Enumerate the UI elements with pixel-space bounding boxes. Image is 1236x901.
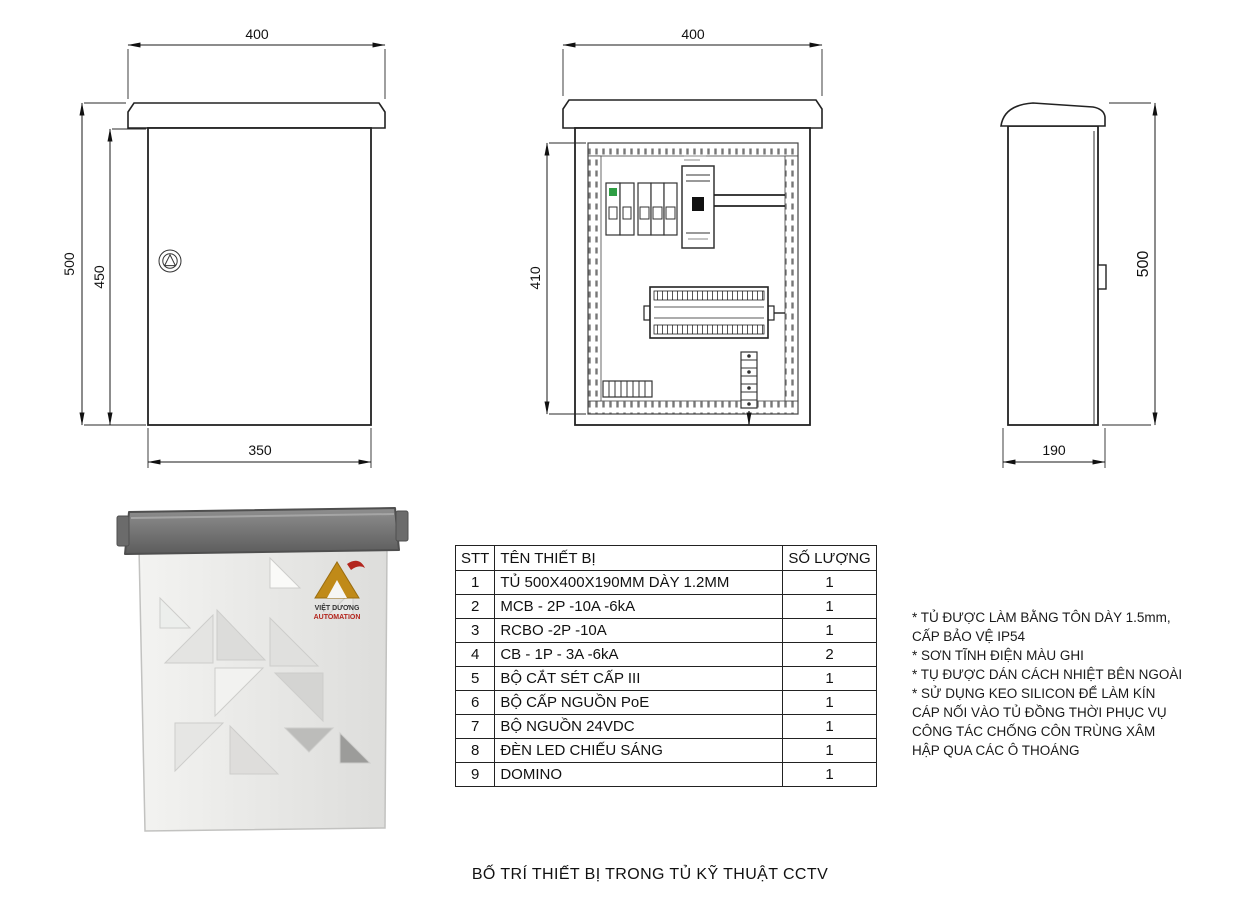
dim-front-height-overall: 500: [61, 252, 77, 276]
logo-caption-2: AUTOMATION: [314, 614, 361, 621]
table-row: 9 DOMINO 1: [454, 762, 877, 787]
dim-side-height: 500: [1135, 251, 1152, 278]
cell-stt: 7: [454, 714, 496, 739]
col-header-name: TÊN THIẾT BỊ: [494, 545, 784, 571]
cell-stt: 1: [454, 570, 496, 595]
cell-name: TỦ 500X400X190MM DÀY 1.2MM: [494, 570, 784, 595]
table-row: 6 BỘ CẤP NGUỒN PoE 1: [454, 690, 877, 715]
cell-stt: 6: [454, 690, 496, 715]
inside-view-drawing: 400: [530, 26, 823, 426]
dim-inside-height-plate: 410: [530, 266, 543, 290]
col-header-stt: STT: [454, 545, 496, 571]
table-header-row: STT TÊN THIẾT BỊ SỐ LƯỢNG: [454, 545, 877, 571]
col-header-qty: SỐ LƯỢNG: [782, 545, 877, 571]
note-item: * TỦ ĐƯỢC LÀM BẰNG TÔN DÀY 1.5mm, CẤP BẢ…: [912, 610, 1171, 644]
dim-front-width-bottom: 350: [248, 442, 272, 458]
note-item: * TỤ ĐƯỢC DÁN CÁCH NHIỆT BÊN NGOÀI: [912, 667, 1183, 682]
surge-protector-device: [681, 155, 715, 249]
door-lock-icon: [158, 249, 182, 273]
side-rain-hood: [1000, 102, 1106, 127]
cell-qty: 1: [782, 762, 877, 787]
drawing-title: BỐ TRÍ THIẾT BỊ TRONG TỦ KỸ THUẬT CCTV: [471, 866, 829, 883]
table-row: 4 CB - 1P - 3A -6kA 2: [454, 642, 877, 667]
cell-stt: 9: [454, 762, 496, 787]
cell-name: ĐÈN LED CHIẾU SÁNG: [494, 738, 784, 763]
cell-stt: 8: [454, 738, 496, 763]
cable-terminal-strip: [740, 351, 758, 426]
cell-name: DOMINO: [494, 762, 784, 787]
cell-name: MCB - 2P -10A -6kA: [494, 594, 784, 619]
dim-inside-width-top: 400: [681, 26, 705, 42]
dim-side-depth: 190: [1042, 442, 1066, 458]
note-item: * SƠN TĨNH ĐIỆN MÀU GHI: [912, 648, 1084, 663]
table-row: 8 ĐÈN LED CHIẾU SÁNG 1: [454, 738, 877, 763]
photo-cap-tab-right: [395, 510, 409, 542]
cell-stt: 4: [454, 642, 496, 667]
cell-name: BỘ CẮT SÉT CẤP III: [494, 666, 784, 691]
mcb-breaker-group: [605, 182, 678, 236]
cell-name: CB - 1P - 3A -6kA: [494, 642, 784, 667]
table-row: 1 TỦ 500X400X190MM DÀY 1.2MM 1: [454, 570, 877, 595]
wiring-lines: [714, 194, 785, 207]
cell-name: RCBO -2P -10A: [494, 618, 784, 643]
cell-name: BỘ CẤP NGUỒN PoE: [494, 690, 784, 715]
cell-qty: 1: [782, 666, 877, 691]
device-label-text: [684, 155, 706, 161]
front-view-drawing: 400 500 450 350: [61, 26, 386, 468]
dim-front-width-top: 400: [245, 26, 269, 42]
front-door-panel: [147, 127, 372, 426]
brand-logo: VIỆT DƯƠNG AUTOMATION: [314, 560, 365, 621]
inside-rain-cap: [562, 99, 823, 129]
side-hinge-tab: [1097, 264, 1107, 290]
cell-qty: 1: [782, 714, 877, 739]
cell-qty: 1: [782, 594, 877, 619]
cell-qty: 1: [782, 570, 877, 595]
perforated-mounting-frame: [587, 142, 799, 415]
poe-power-box: [643, 286, 785, 339]
note-item: * SỬ DỤNG KEO SILICON ĐỂ LÀM KÍN CÁP NỐI…: [912, 686, 1167, 758]
notes-block: * TỦ ĐƯỢC LÀM BẰNG TÔN DÀY 1.5mm, CẤP BẢ…: [912, 608, 1184, 760]
table-row: 7 BỘ NGUỒN 24VDC 1: [454, 714, 877, 739]
logo-red-swoosh: [347, 560, 365, 570]
photo-cap-tab-left: [116, 515, 130, 547]
front-rain-cap: [127, 102, 386, 129]
watermark-triangles: [159, 556, 372, 775]
cabinet-photo: VIỆT DƯƠNG AUTOMATION: [116, 507, 409, 832]
side-view-drawing: 500 190: [1000, 102, 1158, 468]
table-row: 3 RCBO -2P -10A 1: [454, 618, 877, 643]
cell-stt: 2: [454, 594, 496, 619]
side-cabinet-body: [1007, 125, 1099, 426]
equipment-table: STT TÊN THIẾT BỊ SỐ LƯỢNG 1 TỦ 500X400X1…: [454, 545, 877, 787]
cell-stt: 5: [454, 666, 496, 691]
cell-name: BỘ NGUỒN 24VDC: [494, 714, 784, 739]
cell-qty: 1: [782, 690, 877, 715]
logo-caption-1: VIỆT DƯƠNG: [315, 603, 360, 612]
table-row: 2 MCB - 2P -10A -6kA 1: [454, 594, 877, 619]
cell-qty: 2: [782, 642, 877, 667]
cell-stt: 3: [454, 618, 496, 643]
cell-qty: 1: [782, 618, 877, 643]
dim-front-height-door: 450: [91, 265, 107, 289]
domino-terminal-block: [602, 380, 653, 398]
cell-qty: 1: [782, 738, 877, 763]
table-row: 5 BỘ CẮT SÉT CẤP III 1: [454, 666, 877, 691]
